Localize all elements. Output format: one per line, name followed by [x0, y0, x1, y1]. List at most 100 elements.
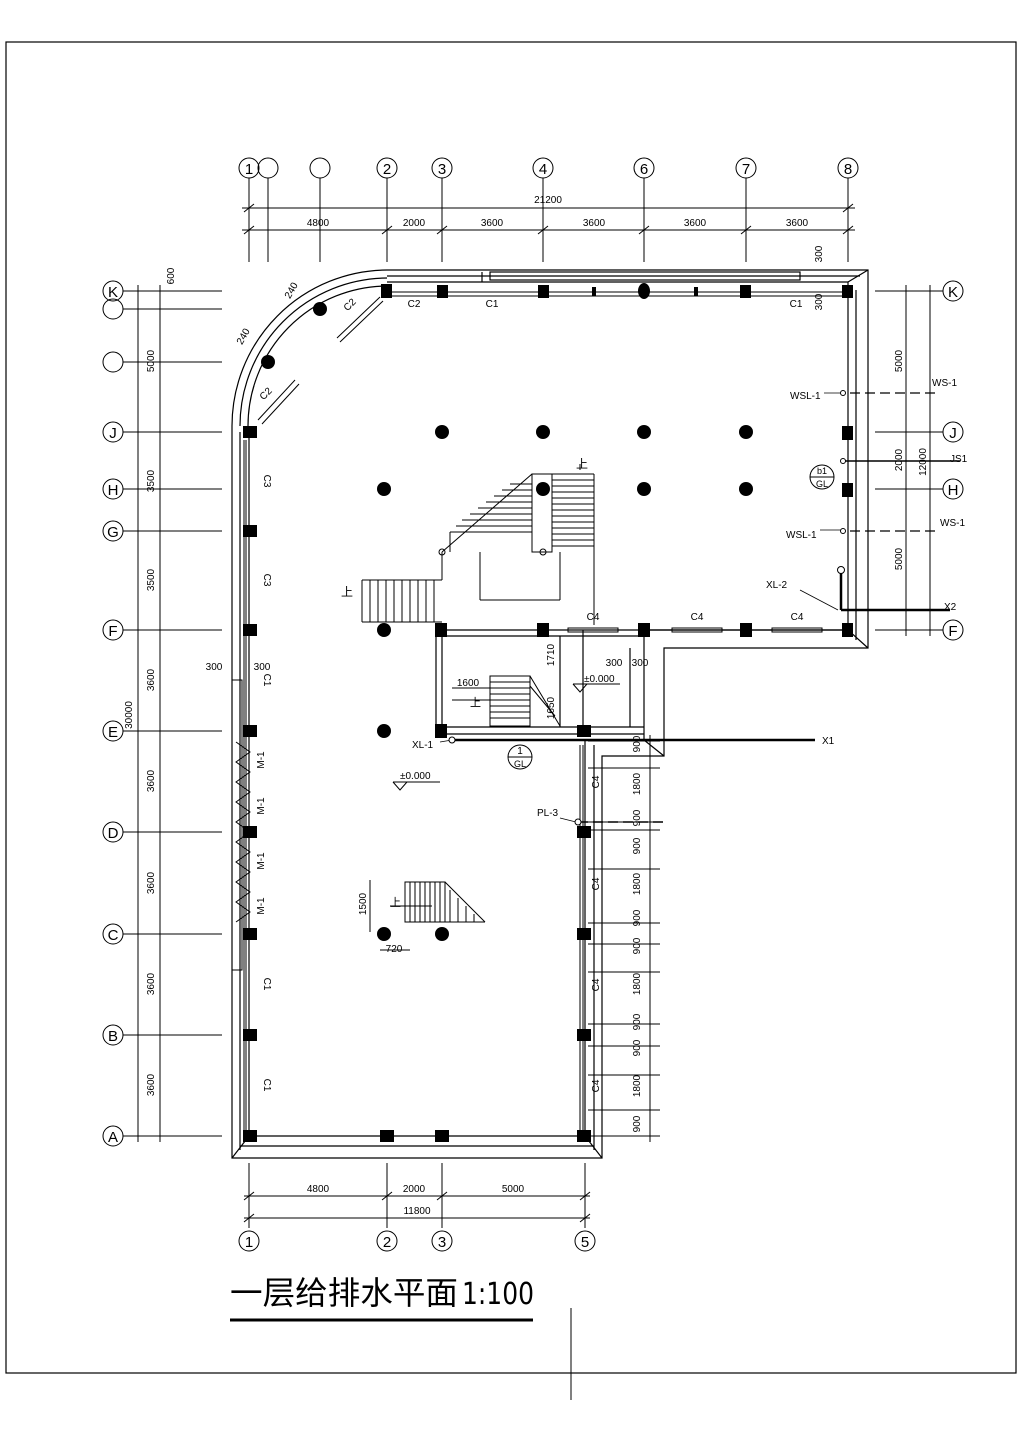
pipe-nodes: [448, 390, 846, 826]
axis-bottom-1: 1: [245, 1234, 253, 1251]
stair-secondary: [452, 675, 561, 727]
axis-left-K: K: [108, 284, 118, 301]
window-label-c1-left-2: C1: [261, 978, 272, 991]
dim-right-5000a: 5000: [894, 349, 905, 372]
dimension-bottom: [243, 1163, 591, 1228]
dim-1500: 1500: [358, 892, 369, 915]
axis-top-8: 8: [844, 161, 852, 178]
columns-round: [261, 283, 753, 941]
window-label-c4-right-4: C4: [591, 1079, 602, 1092]
axis-bottom-3: 3: [438, 1234, 446, 1251]
dim-right-lower-2: 900: [632, 809, 643, 826]
stairs-up-label-1: 上: [576, 457, 588, 471]
dim-1710: 1710: [546, 643, 557, 666]
window-label-m1-4: M-1: [256, 897, 267, 915]
svg-text:±0.000: ±0.000: [584, 674, 615, 685]
sheet-border: [5, 41, 1017, 1374]
axis-right-J: J: [949, 425, 957, 442]
svg-text:±0.000: ±0.000: [400, 771, 431, 782]
stairs-up-label-3: 上: [470, 696, 481, 709]
svg-text:GL: GL: [514, 759, 526, 769]
window-label-c2-arc-1: C2: [342, 297, 359, 314]
dim-top-1: 2000: [403, 218, 426, 229]
dim-right-lower-6: 900: [632, 937, 643, 954]
dim-top-3: 3600: [583, 218, 606, 229]
dim-240-b: 240: [235, 326, 253, 346]
window-label-c4-3: C4: [791, 612, 804, 623]
dim-top-total: 21200: [534, 195, 562, 206]
dim-300-a: 300: [606, 658, 623, 669]
window-label-m1-2: M-1: [256, 797, 267, 815]
axis-top-1: 1: [245, 161, 253, 178]
level-marker-2: ±0.000: [392, 771, 440, 791]
axis-top-2: 2: [383, 161, 391, 178]
dimension-top: [242, 203, 855, 235]
axis-top-4: 4: [539, 161, 547, 178]
window-label-c2-top: C2: [408, 299, 421, 310]
level-marker-1: ±0.000: [572, 674, 620, 693]
pipe-label-ws1-a: WS-1: [932, 378, 957, 389]
dim-bottom-1: 2000: [403, 1184, 426, 1195]
pipe-label-ws1-b: WS-1: [940, 518, 965, 529]
axis-bubbles-top: [238, 157, 859, 262]
window-label-c4-right-1: C4: [591, 775, 602, 788]
stair-main: [361, 464, 595, 625]
pipe-label-wsl1-a: WSL-1: [790, 391, 821, 402]
axis-left-J: J: [109, 425, 117, 442]
axis-left-A: A: [108, 1129, 118, 1146]
svg-text:b1: b1: [817, 466, 827, 476]
axis-left-F: F: [108, 623, 117, 640]
axis-left-H: H: [108, 482, 119, 499]
dim-300-b: 300: [632, 658, 649, 669]
dim-top-0: 4800: [307, 218, 330, 229]
dim-1600: 1600: [457, 678, 480, 689]
stair-post: [539, 548, 547, 556]
pipe-label-wsl1-b: WSL-1: [786, 530, 817, 541]
window-label-c3-1: C3: [261, 475, 272, 488]
pipe-label-xl1: XL-1: [412, 740, 434, 751]
svg-text:GL: GL: [816, 479, 828, 489]
dim-left-3600a: 3600: [146, 668, 157, 691]
dim-right-lower-11: 900: [632, 1115, 643, 1132]
stairs-up-label-2: 上: [341, 585, 353, 599]
dim-top-4: 3600: [684, 218, 707, 229]
pipe-label-x1: X1: [822, 736, 835, 747]
dim-300-top: 300: [814, 245, 825, 262]
stair-lower: [369, 880, 486, 951]
drawing-scale: 1:100: [462, 1277, 534, 1312]
pipe-label-x2: X2: [944, 602, 957, 613]
pipe-lines: [439, 392, 960, 823]
axis-right-H: H: [948, 482, 959, 499]
window-label-c2-arc-2: C2: [258, 386, 275, 403]
dim-right-lower-7: 1800: [632, 972, 643, 995]
dim-left-3500b: 3500: [146, 568, 157, 591]
dim-left-3600e: 3600: [146, 1073, 157, 1096]
dim-right-5000b: 5000: [894, 547, 905, 570]
axis-top-3: 3: [438, 161, 446, 178]
gl-index-marker-2: b1 GL: [809, 464, 835, 490]
dim-right-lower-0: 900: [632, 735, 643, 752]
dim-300-e-right: 300: [254, 662, 271, 673]
axis-left-C: C: [108, 927, 119, 944]
axis-top-6: 6: [640, 161, 648, 178]
dim-left-3600c: 3600: [146, 871, 157, 894]
stairs-up-label-4: 上: [390, 896, 401, 909]
window-label-c4-1: C4: [587, 612, 600, 623]
pipe-label-pl3: PL-3: [537, 808, 559, 819]
building-walls: [231, 269, 869, 1159]
gl-index-marker-1: 1 GL: [507, 744, 533, 770]
drawing-title: 一层给排水平面: [230, 1274, 458, 1312]
pipe-label-xl2: XL-2: [766, 580, 788, 591]
dim-300-e-left: 300: [206, 662, 223, 673]
axis-bottom-5: 5: [581, 1234, 589, 1251]
axis-left-B: B: [108, 1028, 118, 1045]
window-label-c1-left-3: C1: [261, 1079, 272, 1092]
window-label-c1-top: C1: [486, 299, 499, 310]
axis-top-7: 7: [742, 161, 750, 178]
window-label-c4-right-2: C4: [591, 877, 602, 890]
dim-300-right: 300: [814, 293, 825, 310]
axis-bubbles-bottom: [238, 1230, 596, 1252]
window-label-c4-2: C4: [691, 612, 704, 623]
pipe-label-js1: JS1: [950, 454, 968, 465]
dim-right-lower-5: 900: [632, 909, 643, 926]
